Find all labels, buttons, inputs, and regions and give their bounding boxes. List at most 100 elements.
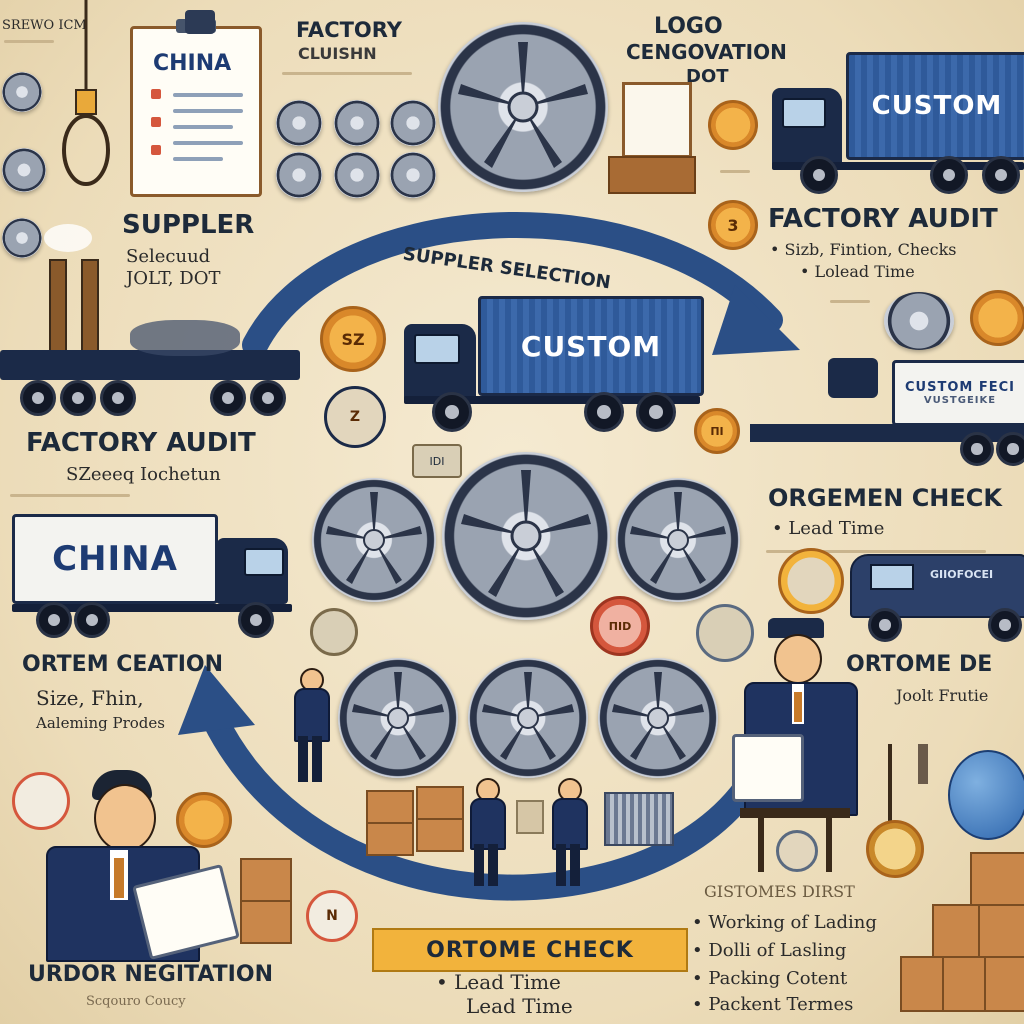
- factory-audit-left-label: FACTORY AUDIT: [26, 428, 256, 458]
- person-icon: [548, 778, 588, 886]
- wheel-rim-icon: [616, 478, 740, 602]
- factory-audit-right-sub2: • Lolead Time: [800, 262, 915, 281]
- clipboard-title: CHINA: [153, 51, 232, 76]
- ortome-check-sub1: • Lead Time: [436, 970, 561, 994]
- customs-docs-item: • Working of Lading: [692, 912, 877, 933]
- globe-icon: [948, 750, 1024, 840]
- box-stack-icon: [984, 956, 1024, 1012]
- top-flow-arrow: [242, 211, 783, 358]
- van-icon: GIIOFOCEI: [850, 554, 1024, 642]
- right-custom-flatbed-truck: CUSTOM FECI VUSTGEIKE: [750, 358, 1024, 466]
- supplier-sub1: Selecuud: [126, 246, 211, 267]
- person-icon: [466, 778, 506, 886]
- customs-docs-title: GISTOMES DIRST: [704, 882, 855, 901]
- factory-audit-right-label: FACTORY AUDIT: [768, 204, 998, 234]
- document-stand-icon: [622, 82, 692, 158]
- no-sign-icon: [12, 772, 70, 830]
- logo-label: LOGO: [654, 14, 723, 39]
- top-truck-trailer-label: CUSTOM: [846, 52, 1024, 160]
- faint-line: [10, 494, 130, 497]
- desk-leg: [826, 816, 832, 872]
- top-flow-arrowhead: [712, 285, 800, 355]
- clipboard-icon: CHINA: [130, 19, 262, 197]
- faint-line: [4, 40, 54, 43]
- box-stack-icon: [240, 858, 292, 902]
- ortome-check-sub2: Lead Time: [466, 994, 573, 1018]
- center-truck-trailer-label: CUSTOM: [478, 296, 704, 396]
- desk: [740, 808, 850, 818]
- top-left-faint-text: SREWO ICM: [2, 18, 87, 33]
- faint-line: [830, 300, 870, 303]
- wheel-rim-icon: [468, 658, 588, 778]
- van-label: GIIOFOCEI: [930, 568, 994, 581]
- wheel-rim-icon: [442, 452, 610, 620]
- box-stack-icon: [240, 900, 292, 944]
- logo-dot: DOT: [686, 66, 729, 87]
- wheel-rim-icon: [2, 218, 42, 258]
- box-stack-icon: [942, 956, 986, 1012]
- coin-badge-icon: [708, 100, 758, 150]
- coin-badge-icon: ПID: [590, 596, 650, 656]
- factory-audit-right-sub1: • Sizb, Fintion, Checks: [770, 240, 957, 259]
- center-custom-truck: CUSTOM: [404, 296, 704, 432]
- right-trailer-sub: VUSTGEIKE: [923, 395, 997, 406]
- coin-badge-icon: 3: [708, 200, 758, 250]
- coin-badge-icon: [970, 290, 1024, 346]
- ortem-left-label: ORTEM CEATION: [22, 652, 224, 677]
- ortem-left-sub2: Aaleming Prodes: [36, 714, 165, 732]
- wheel-rim-icon: [598, 658, 718, 778]
- box-stack-icon: [970, 852, 1024, 906]
- logo-sub: CENGOVATION: [626, 40, 787, 64]
- coin-badge-icon: SZ: [320, 306, 386, 372]
- lamp-stand: [888, 744, 892, 824]
- coin-badge-icon: [778, 548, 844, 614]
- small-box-icon: [516, 800, 544, 834]
- faint-line: [720, 170, 750, 173]
- coin-badge-icon: [776, 830, 818, 872]
- wheel-rim-icon: [390, 152, 436, 198]
- box-stack-icon: [900, 956, 944, 1012]
- wheel-rim-icon: [334, 152, 380, 198]
- coin-badge-icon: [176, 792, 232, 848]
- stamp-icon: IDI: [412, 444, 462, 478]
- right-truck-trailer: CUSTOM FECI VUSTGEIKE: [892, 360, 1024, 426]
- china-truck: CHINA: [12, 514, 292, 638]
- box-stack-icon: [978, 904, 1024, 958]
- building-badge-icon: [696, 604, 754, 662]
- box-stack-icon: [416, 818, 464, 852]
- ortome-right-label: ORTOME DE: [846, 652, 993, 677]
- factory-top-label: FACTORY: [296, 18, 403, 42]
- left-flatbed-truck: [0, 320, 300, 420]
- customs-docs-item: • Packent Termes: [692, 994, 854, 1015]
- customs-docs-item: • Dolli of Lasling: [692, 940, 847, 961]
- factory-audit-left-sub: SZeeeq Iochetun: [66, 464, 221, 485]
- businessman-writing-icon: [36, 770, 240, 962]
- desk-leg: [758, 816, 764, 872]
- order-check-right-sub: • Lead Time: [772, 518, 885, 539]
- tool-icon: [918, 744, 928, 784]
- order-check-right-label: ORGEMEN CHECK: [768, 484, 1002, 512]
- compass-icon: [866, 820, 924, 878]
- wheel-rim-icon: [276, 152, 322, 198]
- ortem-left-sub1: Size, Fhin,: [36, 686, 144, 710]
- faint-line: [282, 72, 412, 75]
- order-negotiation-sub: Scqouro Coucy: [86, 994, 186, 1009]
- person-icon: [290, 668, 330, 784]
- coin-badge-icon: ПI: [694, 408, 740, 454]
- china-truck-trailer-label: CHINA: [12, 514, 218, 604]
- order-negotiation-label: URDOR NEGITATION: [28, 962, 273, 987]
- bottom-flow-arrowhead: [178, 665, 255, 735]
- wheel-rim-icon: [884, 292, 954, 350]
- wheel-rim-icon: [2, 72, 42, 112]
- box-stack-icon: [366, 790, 414, 824]
- camera-icon: [185, 10, 215, 34]
- customs-docs-item: • Packing Cotent: [692, 968, 848, 989]
- ortome-right-sub: Joolt Frutie: [896, 686, 989, 705]
- hangman-icon: [62, 0, 110, 186]
- wheel-rim-icon: [312, 478, 436, 602]
- wheel-rim-icon: [438, 22, 608, 192]
- box-stack-icon: [416, 786, 464, 820]
- wheel-rim-icon: [390, 100, 436, 146]
- top-custom-truck: CUSTOM: [772, 52, 1024, 194]
